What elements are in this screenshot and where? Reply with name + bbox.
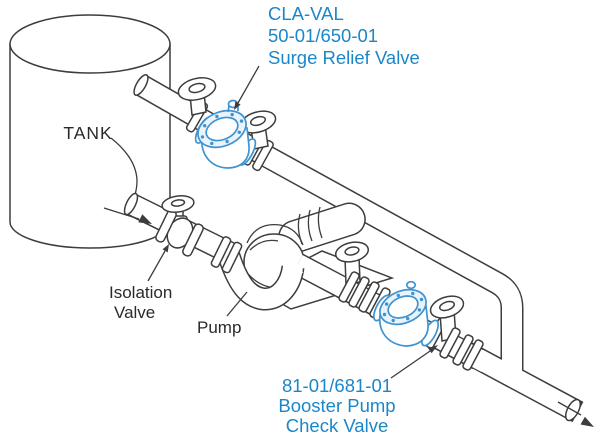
surge-relief-valve [194,99,257,169]
port-base-collar [439,327,461,359]
coupling-collar [452,334,474,366]
surge-valve-leader-line [237,65,260,104]
port-flange-bore [439,300,455,312]
booster-pump-check-valve [372,280,440,347]
surge-valve-leader-arrowhead [234,101,241,110]
valve-cover-inner [387,295,419,319]
flanged-port-pump-discharge [334,241,370,303]
inlet-flow-line [103,207,140,220]
coupling-collar [221,241,243,274]
labels: TANK CLA-VAL 50-01/650-01 Surge Relief V… [63,3,420,436]
outlet-flow-line [557,401,582,416]
coupling-collar [348,276,370,308]
valve-top-fitting [405,280,417,290]
volute-top-arc [246,223,304,246]
outlet-flow-arrowhead [580,416,594,427]
isolation-valve-leader-line [147,250,166,282]
flanged-port-upstream-of-surge-valve [177,77,217,116]
surge-valve-label-brand: CLA-VAL [268,3,344,24]
surge-valve-label-name: Surge Relief Valve [268,47,420,68]
check-valve-label-model: 81-01/681-01 [282,375,392,396]
check-valve-label-line3: Check Valve [286,415,388,436]
coupling-collar [358,281,380,313]
flanged-port-downstream-of-check-valve [429,295,465,359]
coupling-collar [462,339,484,371]
isolation-valve-leader-arrowhead [162,244,169,253]
valve-flange-right [182,223,204,257]
isolation-valve [155,195,204,257]
isolation-valve-label-line2: Valve [114,303,155,322]
valve-cover-bolts [200,112,244,146]
tank-top [9,14,171,74]
port-base-collar [338,271,360,303]
surge-valve-label-model: 50-01/650-01 [268,25,378,46]
handwheel-hub [170,199,186,207]
isolation-valve-label-line1: Isolation [109,283,172,302]
relief-pipe-end-cap [133,74,149,96]
valve-cover-inner [205,116,239,142]
port-flange-bore [188,82,206,94]
valve-cover-bolts [382,291,424,323]
port-flange-bore [249,115,267,127]
pump-label: Pump [197,318,241,337]
check-valve-leader-line [390,348,434,379]
relief-pipe-fill [136,76,522,377]
pump-leader-line [226,291,248,317]
tank-label: TANK [63,123,112,143]
coupling-collar [252,139,274,172]
coupling-collar [210,236,232,268]
port-flange-bore [344,246,360,256]
check-valve-label-line2: Booster Pump [278,395,395,416]
inlet-flow-arrowhead [138,214,152,224]
check-valve-leader-arrowhead [428,345,438,354]
annotations [103,65,594,427]
pump-elbow-fill [219,252,304,309]
